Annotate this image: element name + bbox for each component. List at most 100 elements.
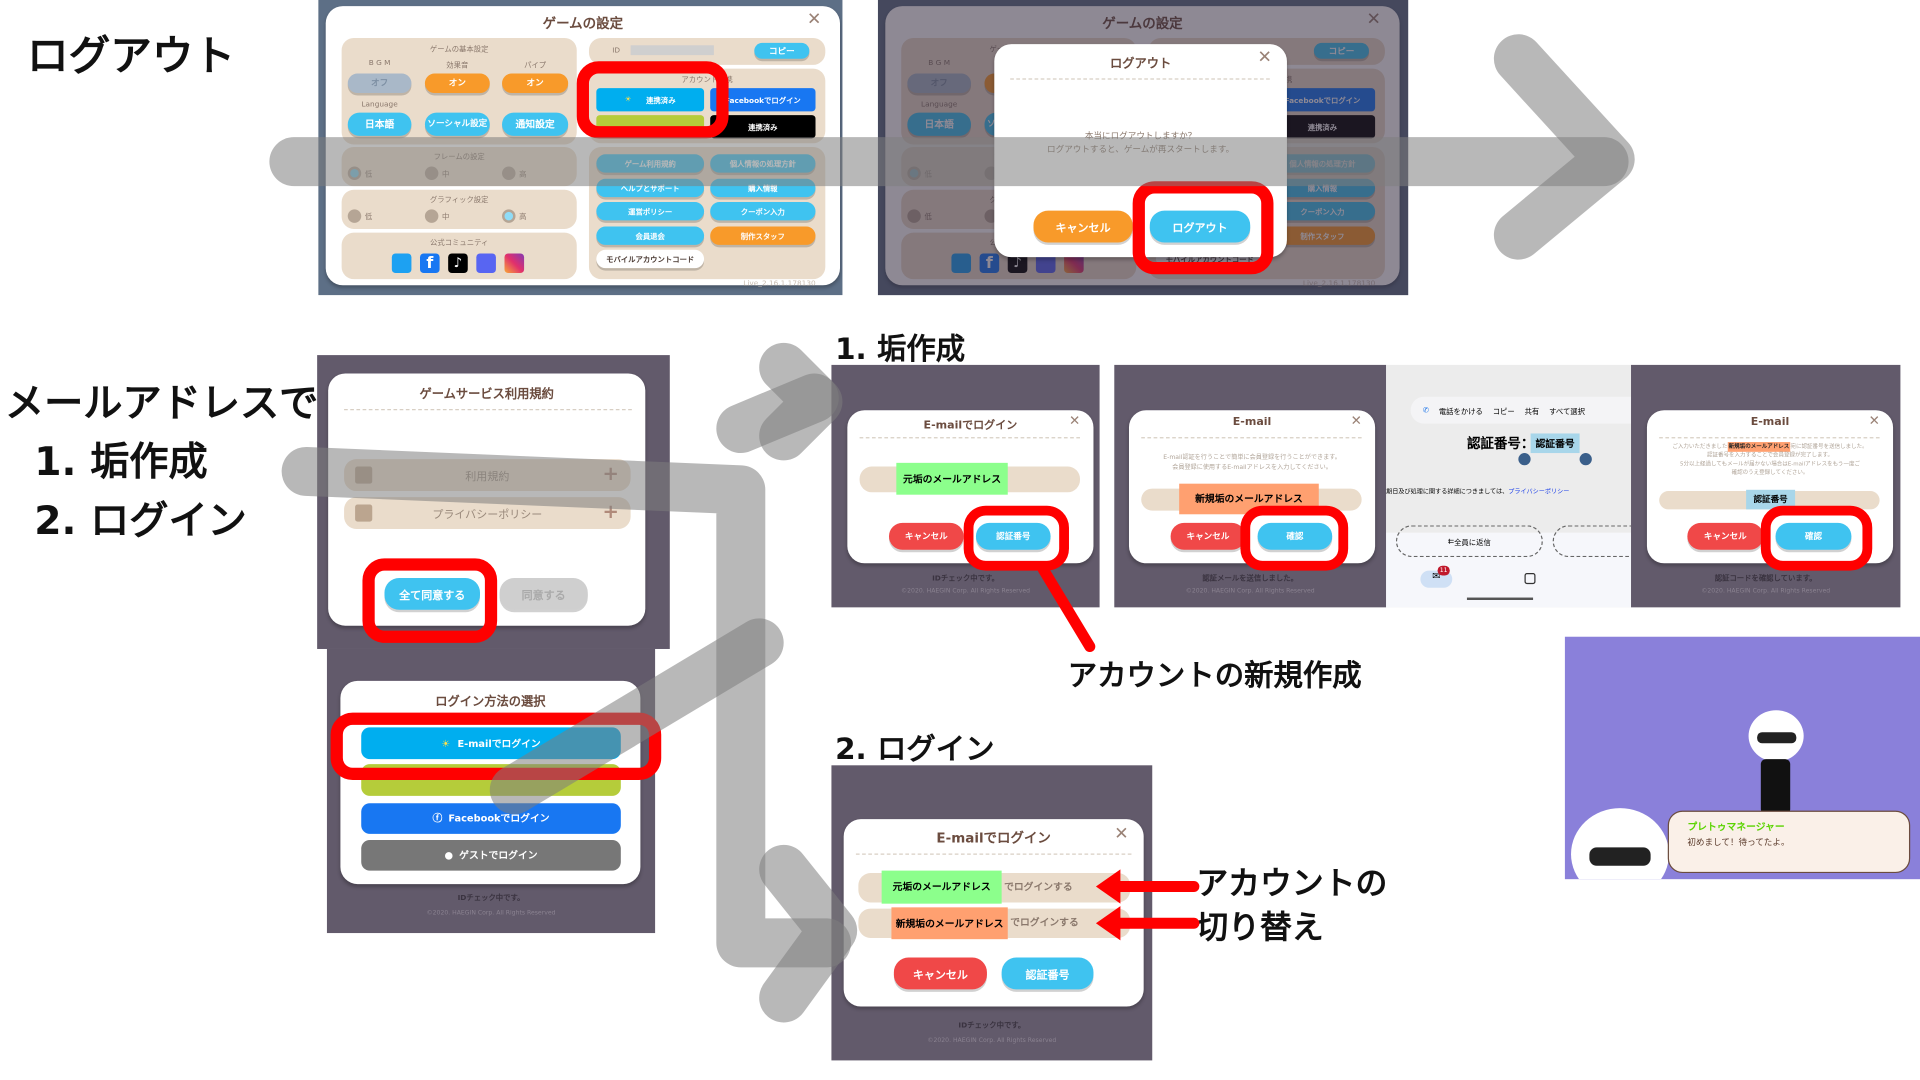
divider xyxy=(1141,437,1362,439)
switch-note: アカウントの 切り替え xyxy=(1196,862,1387,950)
cancel-button[interactable]: キャンセル xyxy=(1170,522,1246,550)
community-title: 公式コミュニティ xyxy=(430,238,489,248)
tiktok-icon[interactable]: ♪ xyxy=(448,253,468,274)
divider xyxy=(344,408,632,411)
selection-handle-right[interactable] xyxy=(1579,453,1592,466)
facebook-login-label: Facebookでログイン xyxy=(448,813,550,825)
register-desc-line1: E-mail認証を行うことで簡単に会員登録を行うことができます。 xyxy=(1163,454,1341,462)
step1-label: 1. 垢作成 xyxy=(835,331,966,367)
facebook-icon[interactable]: f xyxy=(420,253,440,274)
code-desc-line2: 認証番号を入力することで会員登録が完了します。 xyxy=(1706,453,1834,460)
close-icon[interactable]: ✕ xyxy=(1350,412,1362,429)
verification-code-button[interactable]: 認証番号 xyxy=(1001,957,1094,990)
video-icon[interactable] xyxy=(1524,573,1536,585)
menu-coupon[interactable]: クーポン入力 xyxy=(710,202,816,221)
logout-button[interactable]: ログアウト xyxy=(1149,210,1251,243)
notification-settings-button[interactable]: 通知設定 xyxy=(502,112,569,136)
copy-action[interactable]: コピー xyxy=(1492,407,1515,416)
facebook-icon: ⓕ xyxy=(432,813,443,825)
close-icon[interactable]: ✕ xyxy=(1257,47,1272,68)
bgm-toggle[interactable]: オフ xyxy=(347,73,412,94)
email-switch-title: E-mailでログイン xyxy=(936,830,1051,847)
forward-button[interactable] xyxy=(1552,525,1632,558)
reply-all-button[interactable]: ⇇ 全員に返信 xyxy=(1395,525,1543,558)
email-heading-line1: メールアドレスで xyxy=(4,379,319,427)
sunglasses xyxy=(1757,732,1797,744)
discord-icon[interactable] xyxy=(476,253,496,274)
privacy-link[interactable]: プライバシーポリシー xyxy=(1508,488,1570,496)
cancel-button[interactable]: キャンセル xyxy=(1687,522,1764,550)
graphic-high-radio[interactable] xyxy=(502,209,516,223)
status-text: IDチェック中です。 xyxy=(958,1021,1026,1030)
old-address-label: 元垢のメールアドレス xyxy=(896,462,1008,495)
menu-policy[interactable]: 運営ポリシー xyxy=(596,202,705,221)
menu-mobile-account-code[interactable]: モバイルアカウントコード xyxy=(596,249,705,269)
body-text: 期日及び処理に関する詳細につきましては、 xyxy=(1386,488,1509,496)
share-action[interactable]: 共有 xyxy=(1524,407,1540,416)
reply-all-icon: ⇇ xyxy=(1447,536,1455,546)
code-desc-pre: ご入力いただきました xyxy=(1672,444,1728,451)
social-settings-button[interactable]: ソーシャル設定 xyxy=(424,112,490,136)
language-button[interactable]: 日本語 xyxy=(347,112,412,136)
code-label: 認証番号： xyxy=(1466,435,1535,452)
old-address-label: 元垢のメールアドレス xyxy=(881,870,1002,904)
new-account-note: アカウントの新規作成 xyxy=(1067,658,1362,694)
cancel-button[interactable]: キャンセル xyxy=(1033,210,1133,243)
highlight-agree-all xyxy=(362,558,498,643)
graphic-mid-label: 中 xyxy=(442,213,450,222)
copyright: ©2020. HAEGIN Corp. All Rights Reserved xyxy=(901,587,1030,596)
confirm-button[interactable]: 確認 xyxy=(1775,522,1852,550)
new-address-label: 新規垢のメールアドレス xyxy=(891,907,1008,940)
highlight-account-link xyxy=(576,61,729,139)
status-text: 認証コードを確認しています。 xyxy=(1714,574,1817,583)
menu-staff[interactable]: 制作スタッフ xyxy=(710,226,816,245)
verification-code-button[interactable]: 認証番号 xyxy=(975,522,1051,550)
apple-link-button[interactable]: 連携済み xyxy=(710,115,816,139)
privacy-checkbox[interactable] xyxy=(355,504,373,522)
guest-login-button[interactable]: ●ゲストでログイン xyxy=(361,840,621,871)
call-action[interactable]: 電話をかける xyxy=(1438,407,1483,416)
arrow-head xyxy=(1493,34,1635,260)
agree-button[interactable]: 同意する xyxy=(499,577,588,610)
email-heading-line3: 2. ログイン xyxy=(34,497,247,544)
graphic-mid-radio[interactable] xyxy=(424,209,439,223)
email-link-label: 連携済み xyxy=(646,96,676,106)
code-desc-address: 新規垢のメールアドレス xyxy=(1727,442,1791,452)
sun-icon: ☀ xyxy=(441,737,451,749)
copyright: ©2020. HAEGIN Corp. All Rights Reserved xyxy=(927,1037,1057,1045)
select-all-action[interactable]: すべて選択 xyxy=(1549,407,1586,416)
confirm-button[interactable]: 確認 xyxy=(1257,522,1333,550)
facebook-link-button[interactable]: Facebookでログイン xyxy=(710,88,816,112)
logout-dialog-title: ログアウト xyxy=(1110,57,1172,72)
register-desc-line2: 会員登録に使用するE-mailアドレスを入力してください。 xyxy=(1172,464,1332,472)
copy-id-button[interactable]: コピー xyxy=(754,42,810,59)
facebook-login-button[interactable]: ⓕ Facebookでログイン xyxy=(361,803,621,834)
agree-all-button[interactable]: 全て同意する xyxy=(384,577,481,610)
divider xyxy=(1010,78,1270,80)
terms-title: ゲームサービス利用規約 xyxy=(419,388,554,402)
cancel-button[interactable]: キャンセル xyxy=(893,957,987,990)
speech-bubble xyxy=(1667,810,1911,874)
close-icon[interactable]: ✕ xyxy=(806,9,822,30)
copyright: ©2020. HAEGIN Corp. All Rights Reserved xyxy=(1701,587,1831,596)
menu-withdraw[interactable]: 会員退会 xyxy=(596,226,705,245)
status-text: IDチェック中です。 xyxy=(932,574,999,583)
bgm-label: B G M xyxy=(368,58,391,68)
flow-arrow-main xyxy=(281,446,852,968)
cancel-button[interactable]: キャンセル xyxy=(888,522,964,550)
twitter-icon[interactable] xyxy=(391,253,412,274)
mail-app-screen: ✆ 電話をかける コピー 共有 すべて選択 認証番号： 認証番号 期日及び処理に… xyxy=(1386,364,1632,608)
email-link-button[interactable]: ☀連携済み xyxy=(596,88,705,112)
close-icon[interactable]: ✕ xyxy=(1868,412,1880,429)
arrow-head xyxy=(1095,869,1121,904)
code-value[interactable]: 認証番号 xyxy=(1530,433,1580,454)
close-icon[interactable]: ✕ xyxy=(1068,412,1081,429)
pipe-label: パイプ xyxy=(524,61,547,70)
graphic-low-radio[interactable] xyxy=(347,209,362,223)
instagram-icon[interactable] xyxy=(504,253,525,274)
pipe-toggle[interactable]: オン xyxy=(502,73,569,94)
close-icon[interactable]: ✕ xyxy=(1114,824,1129,844)
sfx-toggle[interactable]: オン xyxy=(424,73,490,94)
selection-handle-left[interactable] xyxy=(1518,453,1531,466)
